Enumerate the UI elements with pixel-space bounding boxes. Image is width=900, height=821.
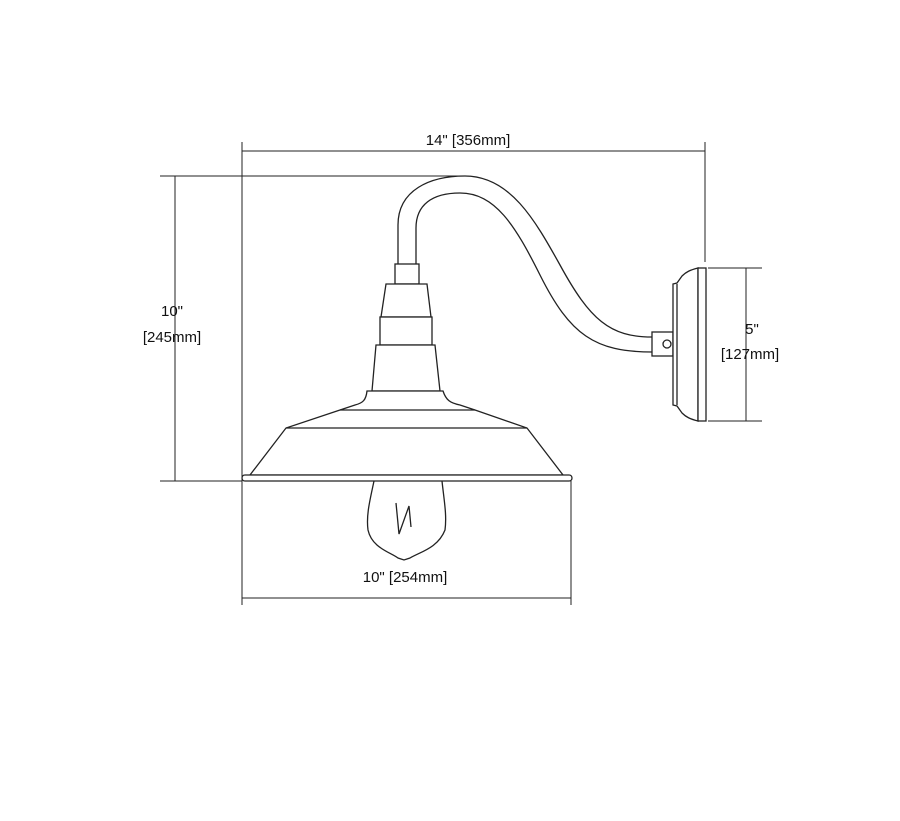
overall-width-label: 14" [356mm] <box>425 132 511 149</box>
backplate-height-inches-label: 5" <box>745 321 759 338</box>
set-screw <box>662 339 672 349</box>
shade-width-label: 10" [254mm] <box>362 569 448 586</box>
dimension-lines <box>160 142 762 605</box>
shade <box>248 390 565 476</box>
overall-height-mm-label: [245mm] <box>142 329 202 346</box>
lamp-head <box>241 263 573 482</box>
gooseneck-arm <box>397 175 653 353</box>
backplate <box>651 267 707 422</box>
bulb <box>366 480 447 561</box>
overall-height-inches-label: 10" <box>160 303 184 320</box>
shade-rim <box>241 474 573 482</box>
socket-cap <box>394 263 420 285</box>
filament <box>395 502 412 535</box>
backplate-height-mm-label: [127mm] <box>720 346 780 363</box>
